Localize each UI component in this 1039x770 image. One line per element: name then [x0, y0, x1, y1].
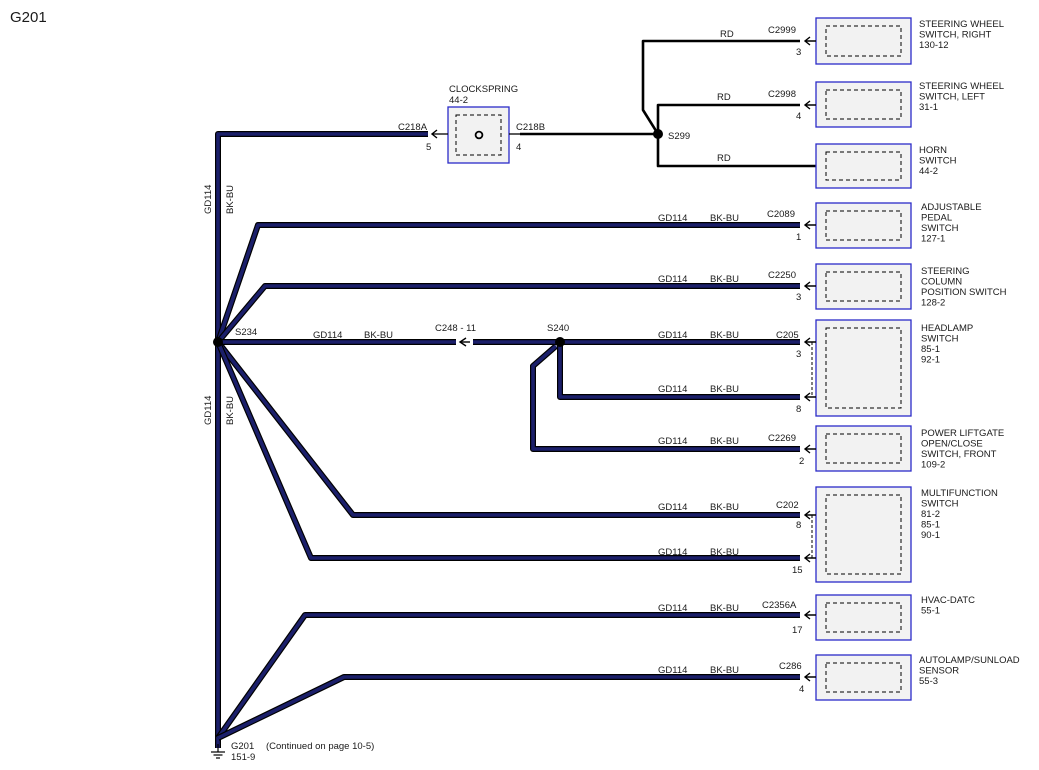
inline-connector-label: C248 - 11 — [435, 323, 476, 334]
wire-circuit-c205a: GD114 — [658, 330, 687, 341]
rd-wires — [520, 39, 816, 168]
component-descriptions: STEERING WHEEL SWITCH, RIGHT 130-12 STEE… — [919, 19, 1022, 687]
desc-swsr: STEERING WHEEL SWITCH, RIGHT 130-12 — [919, 19, 1006, 51]
connector-c202: C202 — [776, 500, 799, 511]
trunk-upper-color: BK-BU — [225, 185, 236, 214]
wire-circuit-c2089: GD114 — [658, 213, 687, 224]
pin-c286: 4 — [799, 684, 804, 695]
ground-name: G201 — [231, 741, 254, 752]
wire-circuit-c202b: GD114 — [658, 547, 687, 558]
wire-color-c2356a: BK-BU — [710, 603, 739, 614]
component-power-liftgate-switch — [815, 425, 912, 472]
component-horn-switch — [815, 143, 912, 189]
clockspring-left-pin: 5 — [426, 142, 431, 153]
trunk-upper-circuit: GD114 — [203, 185, 214, 214]
ground-ref: 151-9 — [231, 752, 255, 763]
trunk-lower-color: BK-BU — [225, 396, 236, 425]
connector-c2250: C2250 — [768, 270, 796, 281]
wire-color-c2089: BK-BU — [710, 213, 739, 224]
pin-c2269: 2 — [799, 456, 804, 467]
desc-swsl: STEERING WHEEL SWITCH, LEFT 31-1 — [919, 81, 1006, 113]
component-headlamp-switch — [811, 319, 912, 417]
desc-horn: HORN SWITCH 44-2 — [919, 145, 959, 177]
component-hvac-datc — [815, 594, 912, 641]
pin-c2999: 3 — [796, 47, 801, 58]
component-multifunction-switch — [811, 486, 912, 583]
pin-c202-a: 8 — [796, 520, 801, 531]
splice-s234-label: S234 — [235, 327, 257, 338]
inline-connector-c248 — [458, 337, 470, 347]
wire-color-c202b: BK-BU — [710, 547, 739, 558]
harness-wires — [215, 131, 800, 748]
main-run-color: BK-BU — [364, 330, 393, 341]
connector-c2269: C2269 — [768, 433, 796, 444]
splice-s240-label: S240 — [547, 323, 569, 334]
desc-column: STEERING COLUMN POSITION SWITCH 128-2 — [921, 266, 1009, 309]
wire-circuit-c2356a: GD114 — [658, 603, 687, 614]
ground-symbol — [211, 744, 225, 759]
wire-circuit-c286: GD114 — [658, 665, 687, 676]
clockspring-ref: 44-2 — [449, 95, 468, 106]
desc-headlamp: HEADLAMP SWITCH 85-1 92-1 — [921, 323, 976, 366]
wire-label-rd-horn: RD — [717, 153, 731, 164]
pin-c202-b: 15 — [792, 565, 803, 576]
clockspring — [430, 106, 520, 164]
trunk-lower-circuit: GD114 — [203, 396, 214, 425]
connector-c2356a: C2356A — [762, 600, 797, 611]
ground-continued: (Continued on page 10-5) — [266, 741, 374, 752]
splice-s234-dot — [213, 337, 223, 347]
connector-c2999: C2999 — [768, 25, 796, 36]
wire-color-c2269: BK-BU — [710, 436, 739, 447]
pin-c2998: 4 — [796, 111, 801, 122]
wire-color-c2250: BK-BU — [710, 274, 739, 285]
desc-multifunction: MULTIFUNCTION SWITCH 81-2 85-1 90-1 — [921, 488, 1001, 541]
wire-color-c205a: BK-BU — [710, 330, 739, 341]
desc-liftgate: POWER LIFTGATE OPEN/CLOSE SWITCH, FRONT … — [921, 428, 1007, 471]
branch-wire-labels: GD114 BK-BU GD114 BK-BU GD114 BK-BU GD11… — [658, 213, 739, 676]
connector-c205: C205 — [776, 330, 799, 341]
wire-circuit-c202a: GD114 — [658, 502, 687, 513]
clockspring-name: CLOCKSPRING — [449, 84, 518, 95]
clockspring-right-pin: 4 — [516, 142, 521, 153]
pin-c205-b: 8 — [796, 404, 801, 415]
wire-label-rd-right: RD — [720, 29, 734, 40]
wire-color-c205b: BK-BU — [710, 384, 739, 395]
desc-pedal: ADJUSTABLE PEDAL SWITCH 127-1 — [921, 202, 984, 245]
component-adjustable-pedal-switch — [815, 202, 912, 249]
pin-arrows — [803, 36, 816, 682]
component-steering-wheel-switch-left — [815, 81, 912, 128]
pin-c2356a: 17 — [792, 625, 803, 636]
component-steering-column-position-switch — [815, 263, 912, 310]
wire-label-rd-left: RD — [717, 92, 731, 103]
main-run-circuit: GD114 — [313, 330, 342, 341]
component-autolamp-sunload-sensor — [815, 654, 912, 701]
clockspring-left-connector: C218A — [398, 122, 428, 133]
pin-c2250: 3 — [796, 292, 801, 303]
desc-hvac: HVAC-DATC 55-1 — [921, 595, 978, 617]
clockspring-right-connector: C218B — [516, 122, 545, 133]
wire-circuit-c205b: GD114 — [658, 384, 687, 395]
wire-circuit-c2269: GD114 — [658, 436, 687, 447]
pin-c205-a: 3 — [796, 349, 801, 360]
wire-color-c202a: BK-BU — [710, 502, 739, 513]
pin-c2089: 1 — [796, 232, 801, 243]
connector-c2998: C2998 — [768, 89, 796, 100]
connector-c286: C286 — [779, 661, 802, 672]
splice-s299-dot — [653, 129, 663, 139]
desc-autolamp: AUTOLAMP/SUNLOAD SENSOR 55-3 — [919, 655, 1022, 687]
connector-c2089: C2089 — [767, 209, 795, 220]
splice-s240-dot — [555, 337, 565, 347]
page-title: G201 — [10, 9, 47, 26]
wire-color-c286: BK-BU — [710, 665, 739, 676]
splice-s299-label: S299 — [668, 131, 690, 142]
wire-circuit-c2250: GD114 — [658, 274, 687, 285]
component-steering-wheel-switch-right — [815, 17, 912, 65]
